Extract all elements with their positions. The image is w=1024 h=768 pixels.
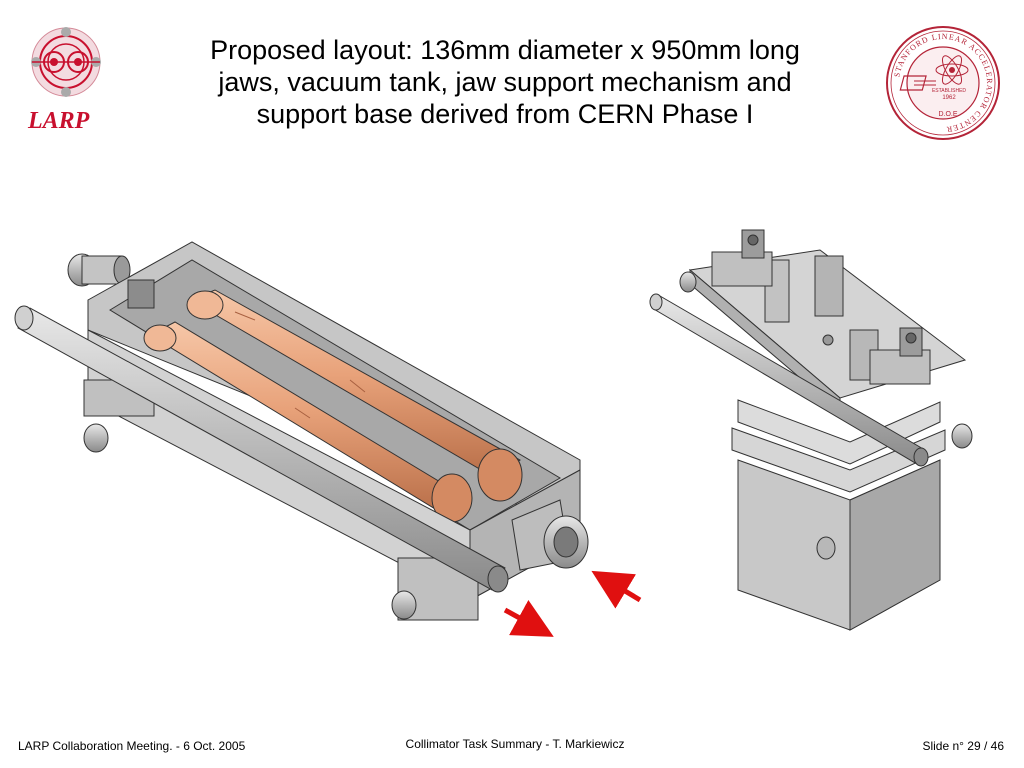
support-base-assembly	[649, 229, 973, 631]
seal-year: 1962	[942, 95, 956, 101]
left-flange	[67, 253, 131, 287]
actuator-top	[711, 229, 773, 287]
collimator-drawing	[14, 229, 973, 637]
support-rod	[649, 293, 929, 467]
slide-title: Proposed layout: 136mm diameter x 950mm …	[170, 34, 840, 130]
accelerator-icon	[899, 75, 936, 91]
center-bolt	[822, 334, 834, 346]
right-flange	[511, 499, 589, 571]
base-plate-lower	[731, 427, 946, 493]
title-line-1: Proposed layout: 136mm diameter x 950mm …	[210, 35, 800, 65]
atom-icon	[935, 55, 969, 85]
copper-jaw-upper	[186, 289, 523, 502]
tank-window	[127, 279, 155, 309]
slac-seal: STANFORD LINEAR ACCELERATOR CENTER	[886, 26, 1000, 140]
support-block-2	[814, 255, 844, 317]
larp-logo-text: LARP	[28, 108, 90, 134]
red-arrow-upper	[591, 570, 642, 609]
footer-slide-number: Slide n° 29 / 46	[922, 739, 1004, 753]
vacuum-tank-assembly	[14, 241, 589, 621]
seal-doe: D.O.E.	[938, 111, 960, 118]
title-line-3: support base derived from CERN Phase I	[256, 99, 754, 129]
base-port	[816, 536, 836, 560]
beam-rod	[14, 305, 509, 593]
copper-jaw-lower	[143, 321, 473, 523]
seal-established: ESTABLISHED	[931, 88, 967, 94]
cern-rings-icon	[31, 27, 101, 97]
larp-logo	[31, 27, 101, 97]
base-plate-upper	[737, 399, 941, 465]
footer-title: Collimator Task Summary - T. Markiewicz	[405, 737, 625, 751]
footer-meeting: LARP Collaboration Meeting. - 6 Oct. 200…	[18, 739, 246, 753]
actuator-right	[869, 327, 931, 385]
red-arrow-lower	[503, 600, 554, 637]
title-line-2: jaws, vacuum tank, jaw support mechanism…	[218, 67, 792, 97]
